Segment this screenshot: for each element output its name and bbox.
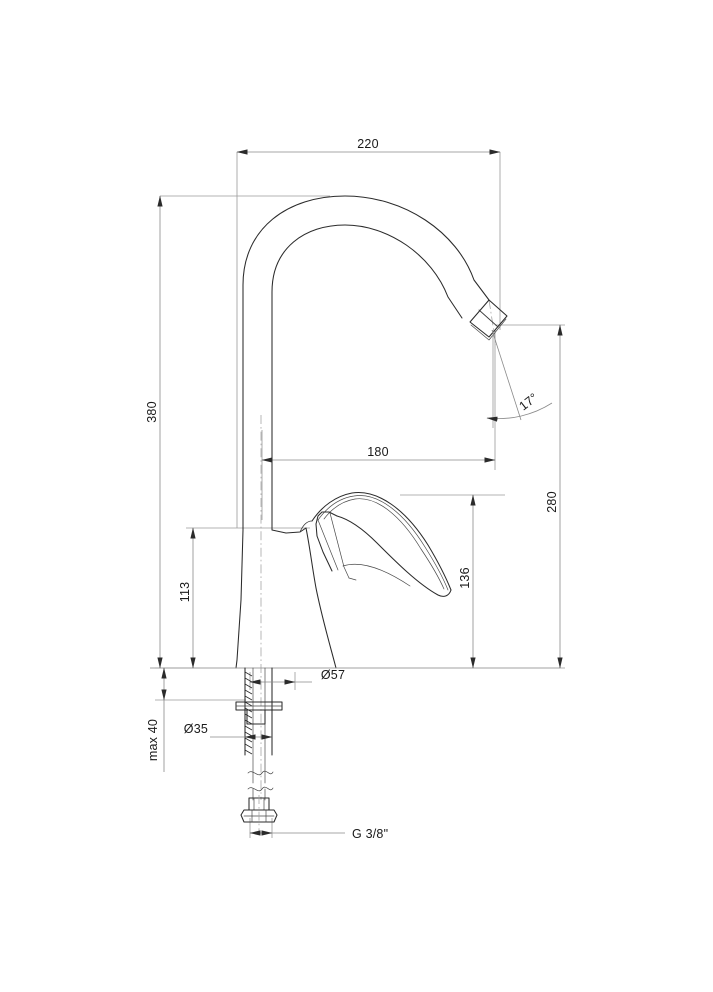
dimension-label-180: 180: [367, 445, 388, 459]
center-lines: [260, 299, 497, 800]
extension-lines: [150, 152, 565, 838]
mounting-shank-assembly: [150, 667, 560, 832]
thread-hatching: [244, 671, 253, 755]
dimension-label-d35: Ø35: [184, 722, 208, 736]
dimension-label-380: 380: [145, 401, 159, 422]
dimension-label-d57: Ø57: [321, 668, 345, 682]
dimension-label-113: 113: [178, 582, 192, 603]
dimension-label-136: 136: [458, 567, 472, 588]
dimension-label-g38: G 3/8": [352, 827, 388, 841]
dimension-label-280: 280: [545, 491, 559, 512]
dimension-label-max-40: max 40: [146, 719, 160, 761]
faucet-body-outline: [235, 195, 508, 669]
dimension-label-17-degrees: 17°: [517, 390, 541, 413]
dimension-17-degrees: [486, 329, 553, 428]
dimension-label-220: 220: [357, 137, 378, 151]
